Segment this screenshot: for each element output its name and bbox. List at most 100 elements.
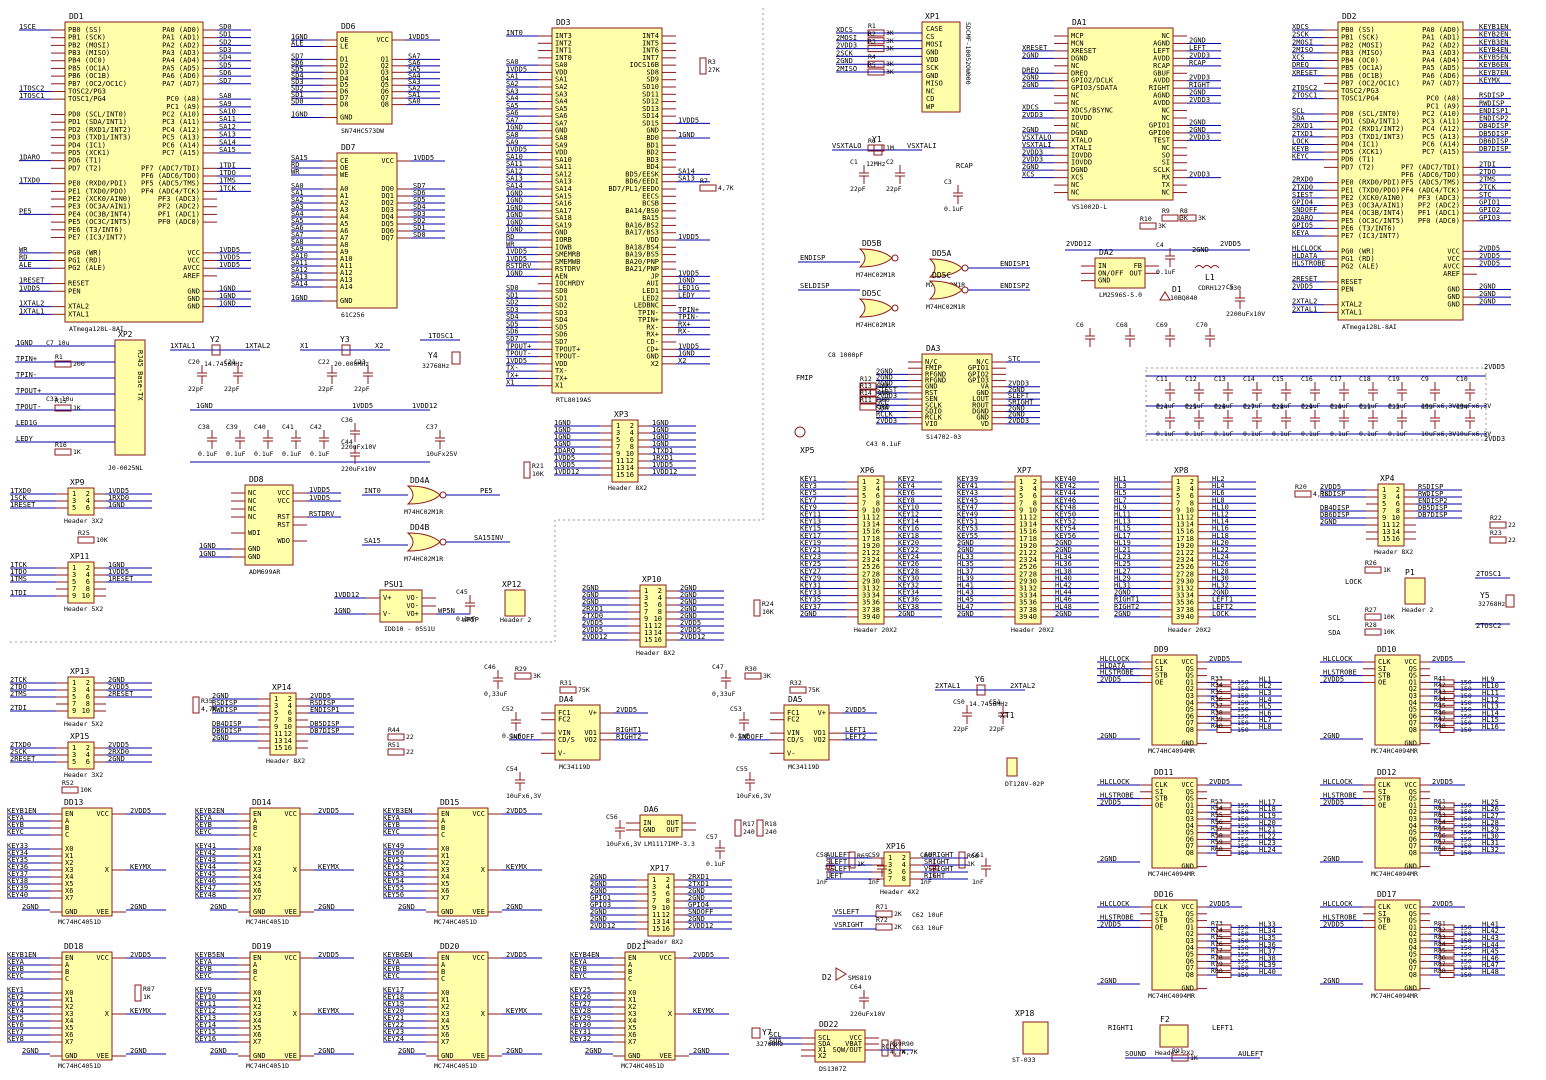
net-label: TPIN- <box>678 313 699 321</box>
pin-number: 35 <box>1019 599 1027 607</box>
chip-part: IDD10 - 05S1U <box>384 625 435 633</box>
net-label: 2TDI <box>10 704 27 712</box>
gate-part: M74HC02M1R <box>404 555 443 563</box>
capacitor-ref: C25 <box>1185 403 1197 411</box>
capacitor-ref: C21 <box>224 358 236 366</box>
connector-part: DT128V-02P <box>1005 780 1044 788</box>
net-label: DB4DISP <box>1479 122 1509 130</box>
net-label: SA14 <box>678 167 695 175</box>
net-label: RIGHT1 <box>1114 596 1139 604</box>
pin-label: XTAL1 <box>68 310 89 318</box>
pin-label: Q3 <box>1409 692 1417 700</box>
mux-dd13: DD13MC74HC4051DENKEYB1ENAKEYABKEYBCKEYCX… <box>7 798 166 926</box>
chip-ref: DA3 <box>926 344 941 353</box>
net-label: KEYB7EN <box>1479 69 1509 77</box>
net-label: KEY39 <box>7 884 28 892</box>
pin-label: VDD <box>555 149 568 157</box>
resistor-body <box>77 536 95 544</box>
pin-label: INT7 <box>642 54 659 62</box>
pin-label: D3 <box>340 68 348 76</box>
crystal-value: 12MHz <box>866 160 886 168</box>
net-label: 2GND <box>1479 290 1496 298</box>
pin-label: A14 <box>340 283 353 291</box>
net-label: KEY16 <box>195 1035 216 1043</box>
pin-label: PB5 (OC1A) <box>68 64 110 72</box>
pin-number: 36 <box>1029 599 1037 607</box>
net-label: KEYB6EN <box>383 951 413 959</box>
resistor-body <box>789 686 807 694</box>
pin-number: 7 <box>274 716 278 724</box>
net-label: AURIGHT <box>924 851 954 859</box>
pin-label: X1 <box>441 852 449 860</box>
pin-number: 23 <box>1019 556 1027 564</box>
net-label: 2TDO <box>1479 168 1496 176</box>
pin-label: PF2 (ADC2) <box>1418 202 1460 210</box>
net-label: SD2 <box>413 217 426 225</box>
pin-label: QS <box>1409 917 1417 925</box>
chip-part: VS1002D-L <box>1072 203 1107 211</box>
pin-label: BA21/PNP <box>625 265 659 273</box>
net-label: SA0 <box>291 182 304 190</box>
pin-number: 4 <box>876 485 880 493</box>
diode <box>1159 291 1171 301</box>
capacitor-value: 10uFx6,3V <box>1456 430 1491 438</box>
chip-ref: DD11 <box>1154 768 1173 777</box>
net-label: LEDY <box>678 291 696 299</box>
pin-label: SA18 <box>555 214 572 222</box>
pin-label: X5 <box>253 880 261 888</box>
resistor-value: 75K <box>578 686 590 694</box>
pin-label: Q2 <box>1409 685 1417 693</box>
chip-body <box>814 1029 866 1063</box>
net-label: HL43 <box>957 589 974 597</box>
chip-part: MC74HC4051D <box>58 918 101 926</box>
net-label: HL4 <box>1212 482 1225 490</box>
chip-part: MC74HC4094MR <box>1371 870 1418 878</box>
pin-label: PD5 (XCK1) <box>68 149 110 157</box>
net-label: 2GND <box>1189 118 1206 126</box>
pin-label: FMIP <box>925 364 942 372</box>
resistor-ref: R91 <box>1172 1047 1184 1055</box>
net-label: 2VDD5 <box>1479 260 1500 268</box>
pin-label: PA1 (AD1) <box>1422 34 1460 42</box>
pin-label: NC <box>1162 114 1170 122</box>
pin-number: 6 <box>1396 500 1400 508</box>
net-label: 2TDO <box>10 683 27 691</box>
pin-number: 16 <box>284 744 292 752</box>
pin-label: EN <box>628 954 636 962</box>
net-label: 2SCK <box>10 748 28 756</box>
net-label: KEY13 <box>195 1014 216 1022</box>
pin-label: DQ0 <box>381 185 394 193</box>
net-label: 1VDD5 <box>108 568 129 576</box>
pin-label: BD2 <box>646 149 659 157</box>
net-label: X1 <box>506 379 514 387</box>
pin-label: RIGHT <box>1149 84 1171 92</box>
pin-number: 2 <box>876 478 880 486</box>
pin-number: 8 <box>666 897 670 905</box>
gate-bubble <box>891 304 899 312</box>
resistor-value: 2K <box>894 910 902 918</box>
net-label: HL13 <box>1482 703 1499 711</box>
pin-label: PA4 (AD4) <box>1422 57 1460 65</box>
resistor-ref: R88 <box>1434 967 1446 975</box>
net-label: HL11 <box>1482 689 1499 697</box>
pin-label: PE1 (TXD0/PDO) <box>1341 186 1400 194</box>
capacitor-ref: C22 <box>318 358 330 366</box>
pin-label: PD5 (XCK1) <box>1341 148 1383 156</box>
net-label: 2VDD5 <box>1292 282 1313 290</box>
net-label: 2MISO <box>1292 46 1313 54</box>
net-label: 1GND <box>652 440 669 448</box>
capacitor-value: 0.1uF <box>1388 430 1408 438</box>
pin-label: VCC <box>376 36 389 44</box>
gate-part: M74HC02M1R <box>856 271 895 279</box>
net-label: KEY5 <box>800 489 817 497</box>
capacitor-ref: C56 <box>606 813 618 821</box>
